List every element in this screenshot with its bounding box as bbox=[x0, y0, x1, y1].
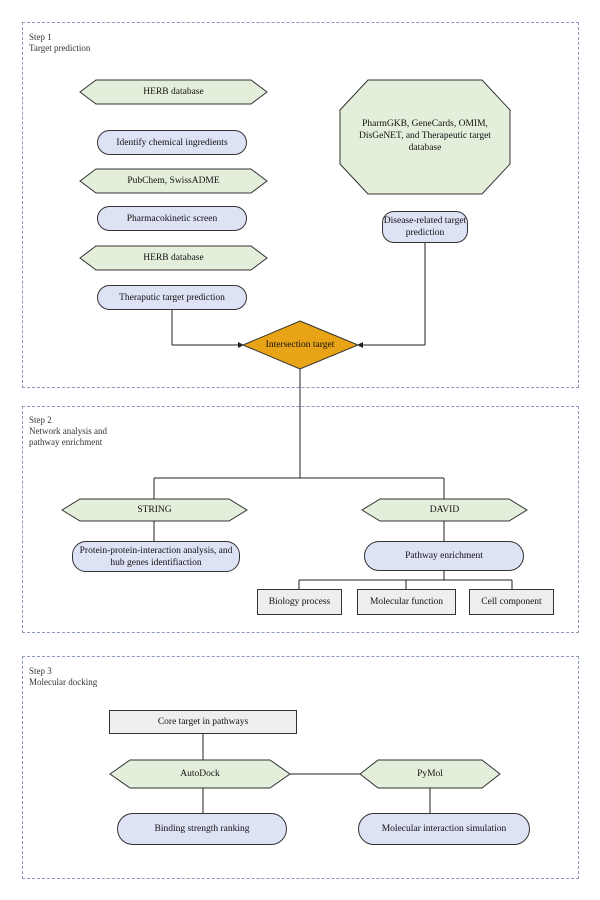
intersection-target-diamond bbox=[241, 320, 360, 370]
david-label: DAVID bbox=[429, 505, 460, 515]
pharmacokinetic-screen-node: Pharmacokinetic screen bbox=[97, 206, 247, 231]
step3-title: Step 3 Molecular docking bbox=[29, 666, 98, 687]
pathway-enrichment-node: Pathway enrichment bbox=[364, 541, 524, 571]
disease-target-node: Disease-related target prediction bbox=[382, 211, 468, 243]
core-target-node: Core target in pathways bbox=[109, 710, 297, 734]
herb-database-hex-1 bbox=[79, 79, 268, 105]
autodock-label: AutoDock bbox=[180, 769, 220, 779]
herb-database-label-2: HERB database bbox=[143, 253, 204, 263]
pubchem-label: PubChem, SwissADME bbox=[127, 176, 220, 186]
pubchem-hex bbox=[79, 168, 268, 194]
step3-panel bbox=[22, 656, 579, 879]
step1-title: Step 1 Target prediction bbox=[29, 32, 91, 53]
pymol-label: PyMol bbox=[417, 769, 443, 779]
disease-database-octagon bbox=[339, 79, 511, 195]
autodock-hex bbox=[109, 759, 291, 789]
step2-title: Step 2 Network analysis and pathway enri… bbox=[29, 415, 107, 447]
david-hex bbox=[361, 498, 528, 522]
molecular-interaction-node: Molecular interaction simulation bbox=[358, 813, 530, 845]
biology-process-node: Biology process bbox=[257, 589, 342, 615]
herb-database-label-1: HERB database bbox=[143, 87, 204, 97]
string-label: STRING bbox=[137, 505, 172, 515]
therapeutic-target-node: Theraputic target prediction bbox=[97, 285, 247, 310]
intersection-target-label: Intersection target bbox=[265, 340, 335, 350]
herb-database-hex-2 bbox=[79, 245, 268, 271]
ppi-analysis-node: Protein-protein-interaction analysis, an… bbox=[72, 541, 240, 572]
binding-strength-node: Binding strength ranking bbox=[117, 813, 287, 845]
cell-component-node: Cell component bbox=[469, 589, 554, 615]
string-hex bbox=[61, 498, 248, 522]
pymol-hex bbox=[359, 759, 501, 789]
molecular-function-node: Molecular function bbox=[357, 589, 456, 615]
identify-ingredients-node: Identify chemical ingredients bbox=[97, 130, 247, 155]
disease-database-label: PharmGKB, GeneCards, OMIM, DisGeNET, and… bbox=[359, 119, 491, 153]
